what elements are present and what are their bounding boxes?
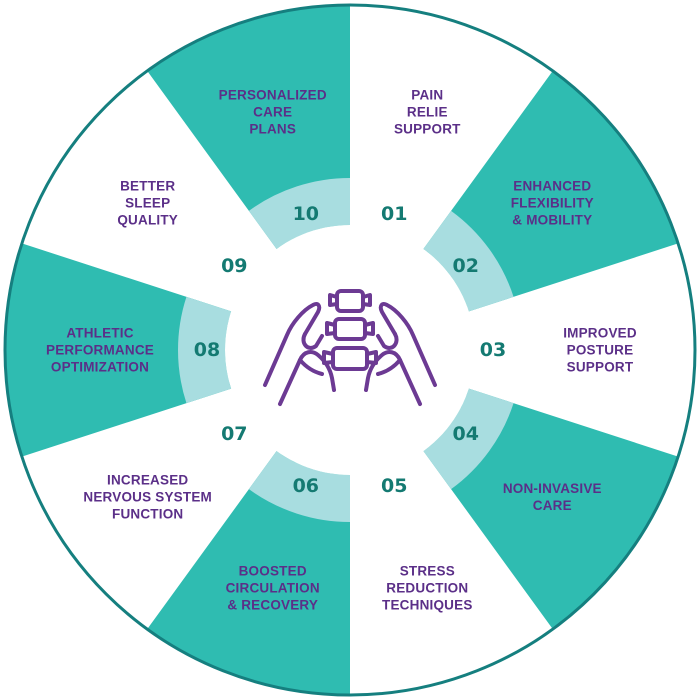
segment-05-number: 05 (381, 475, 407, 497)
segment-07-number: 07 (221, 423, 247, 445)
segment-03-label-line: POSTURE (567, 343, 634, 358)
segment-08-label-line: ATHLETIC (66, 326, 133, 341)
segment-08-label-line: OPTIMIZATION (51, 360, 149, 375)
segment-05-label-line: TECHNIQUES (382, 597, 473, 612)
vertebra-bottom-icon (322, 346, 378, 371)
wheel-outer-border (3, 3, 697, 697)
segment-04-tab (423, 388, 514, 490)
segment-06-label: BOOSTED CIRCULATION & RECOVERY (226, 563, 320, 612)
segment-10-tab (248, 178, 350, 249)
segment-10-label: PERSONALIZED CARE PLANS (219, 88, 327, 137)
segment-08-label: ATHLETIC PERFORMANCE OPTIMIZATION (46, 326, 154, 375)
segment-10-label-line: PLANS (249, 122, 296, 137)
segment-06-tab (248, 451, 350, 522)
segment-05-label: STRESS REDUCTION TECHNIQUES (382, 563, 473, 612)
vertebra-top-icon (328, 289, 372, 313)
segment-03-number: 03 (480, 339, 506, 361)
segment-02-label-line: & MOBILITY (512, 213, 592, 228)
segment-05-label-line: STRESS (400, 563, 455, 578)
segment-08-number: 08 (194, 339, 220, 361)
vertebra-middle-icon (325, 317, 375, 341)
segment-01-label-line: RELIE (407, 105, 448, 120)
segment-02-number: 02 (452, 255, 478, 277)
segment-06-label-line: & RECOVERY (227, 597, 318, 612)
segment-06-label-line: CIRCULATION (226, 580, 320, 595)
segment-03-label-line: SUPPORT (567, 360, 634, 375)
segment-02-label: ENHANCED FLEXIBILITY & MOBILITY (511, 179, 594, 228)
segment-03-label: IMPROVED POSTURE SUPPORT (563, 326, 637, 375)
segment-07-label-line: NERVOUS SYSTEM (83, 489, 212, 504)
segment-10-label-line: CARE (253, 105, 292, 120)
segment-01-label: PAIN RELIE SUPPORT (394, 88, 461, 137)
segment-08-wedge (5, 243, 351, 457)
segment-07-label-line: INCREASED (107, 472, 188, 487)
segment-04-number: 04 (452, 423, 478, 445)
segment-09-label-line: SLEEP (125, 196, 170, 211)
segment-08-tab (178, 296, 232, 404)
segment-06-number: 06 (293, 475, 319, 497)
segment-02-label-line: FLEXIBILITY (511, 196, 594, 211)
segment-04-label-line: CARE (533, 498, 572, 513)
segment-02-label-line: ENHANCED (513, 179, 591, 194)
segment-09-label: BETTER SLEEP QUALITY (117, 179, 178, 228)
spine-in-hands-icon (263, 289, 437, 406)
segment-04-label: NON-INVASIVE CARE (503, 481, 602, 513)
segment-02-tab (423, 210, 514, 312)
segment-07-label-line: FUNCTION (112, 506, 183, 521)
segment-06-label-line: BOOSTED (239, 563, 307, 578)
segment-03-label-line: IMPROVED (563, 326, 637, 341)
segment-01-label-line: SUPPORT (394, 122, 461, 137)
segment-09-label-line: QUALITY (117, 213, 178, 228)
segment-10-number: 10 (293, 203, 319, 225)
segment-10-label-line: PERSONALIZED (219, 88, 327, 103)
segment-07-label: INCREASED NERVOUS SYSTEM FUNCTION (83, 472, 212, 521)
right-hand-icon (364, 302, 437, 406)
segment-08-label-line: PERFORMANCE (46, 343, 154, 358)
left-hand-icon (263, 302, 336, 406)
segment-09-label-line: BETTER (120, 179, 175, 194)
segment-04-label-line: NON-INVASIVE (503, 481, 602, 496)
segment-05-label-line: REDUCTION (386, 580, 468, 595)
segment-09-number: 09 (221, 255, 247, 277)
segment-01-label-line: PAIN (411, 88, 443, 103)
segment-01-number: 01 (381, 203, 407, 225)
